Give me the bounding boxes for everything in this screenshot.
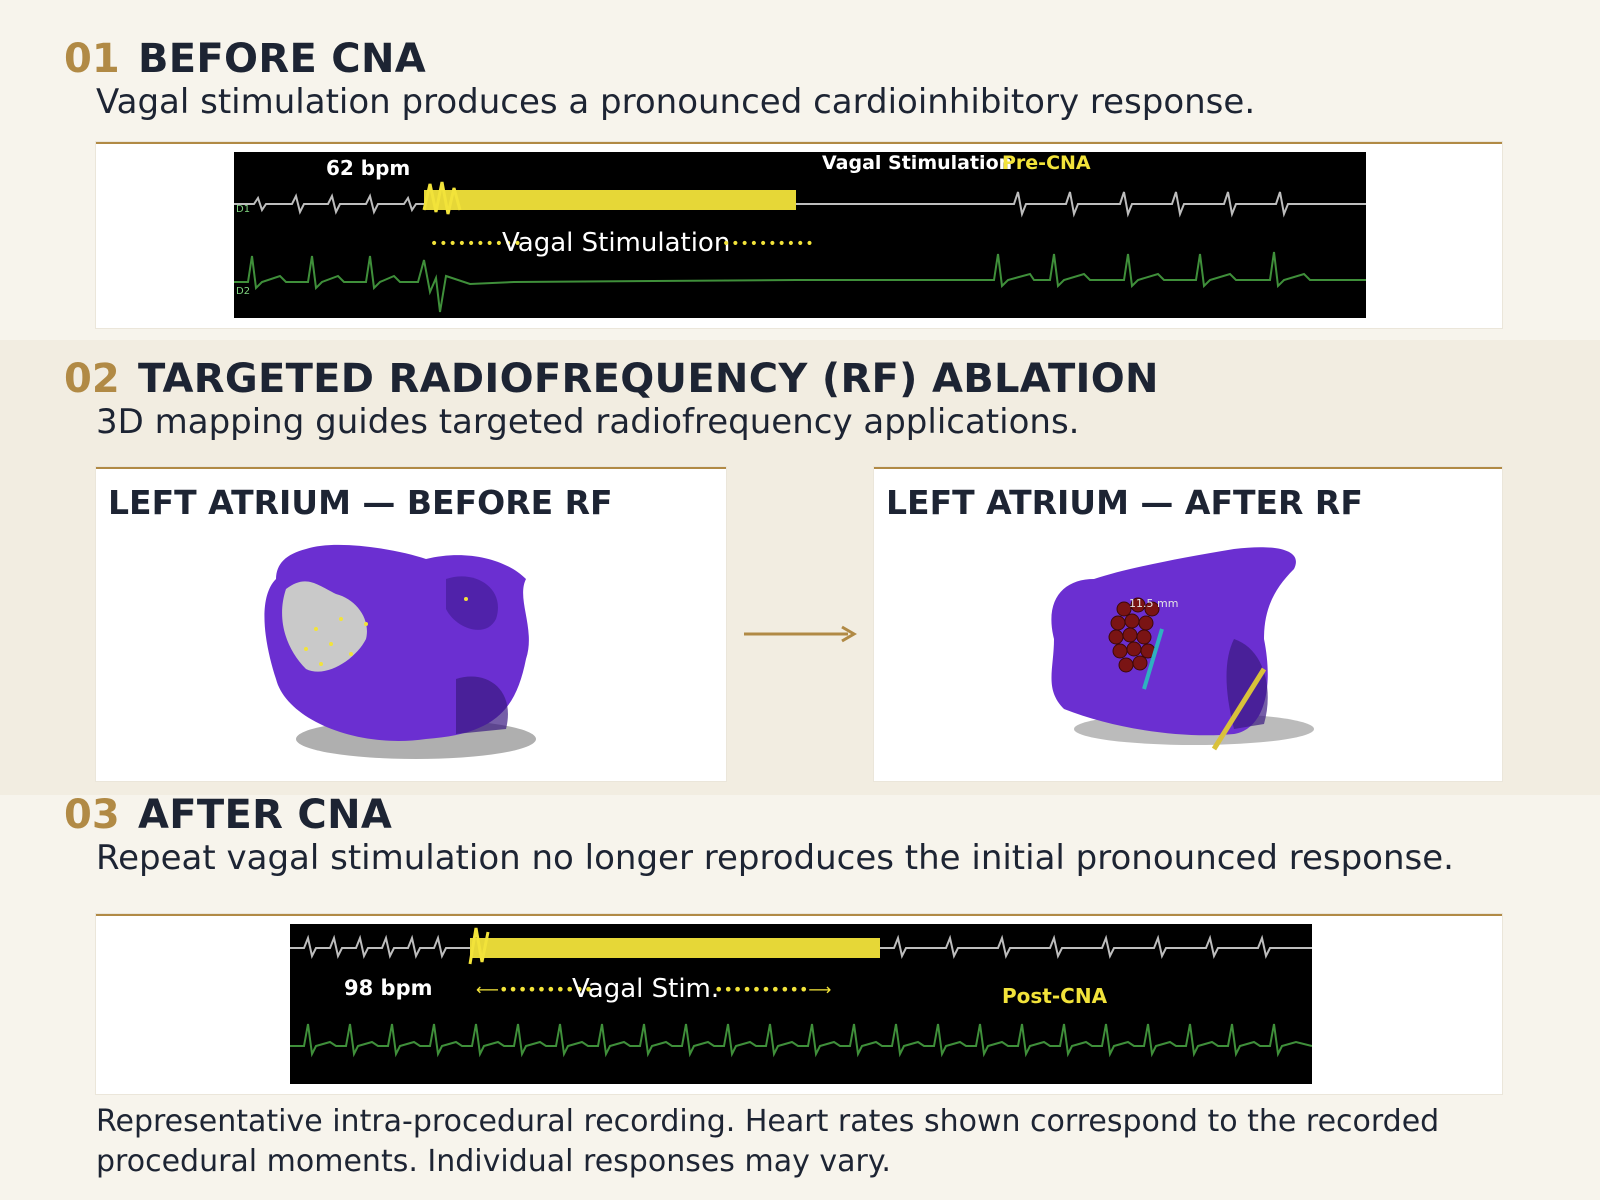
atrium-before-map — [264, 544, 536, 759]
section-2-number: 02 — [64, 356, 120, 402]
pre-cna-recording-panel: 62 bpm D1 D2 Vagal Stimulation Pre-CNA •… — [96, 142, 1502, 328]
pre-cna-heart-rate: 62 bpm — [326, 156, 411, 180]
section-2-heading: 02 TARGETED RADIOFREQUENCY (RF) ABLATION — [64, 356, 1159, 402]
atrium-after-panel: LEFT ATRIUM — AFTER RF 11.5 mm — [874, 467, 1502, 781]
stim-dots-left: •••••••••• — [430, 236, 523, 252]
post-lead-1-trace-after — [880, 934, 1312, 959]
pre-cna-caption-suffix: Pre-CNA — [1002, 152, 1091, 174]
lead-1-label: D1 — [236, 204, 251, 215]
lead-1-baseline-post — [796, 191, 1366, 218]
post-lead-2-trace — [290, 1023, 1312, 1058]
post-cna-caption: Post-CNA — [1002, 984, 1108, 1008]
post-cna-heart-rate: 98 bpm — [344, 976, 433, 1000]
post-stim-artifact — [470, 938, 880, 958]
lead-2-trace — [234, 251, 1366, 313]
stim-range-left-arrow: ⟵•••••••••• — [476, 980, 594, 999]
section-3-subtitle: Repeat vagal stimulation no longer repro… — [96, 838, 1454, 878]
stim-dots-right: •••••••••• — [722, 236, 815, 252]
post-stim-onset — [468, 927, 490, 965]
section-1-number: 01 — [64, 36, 120, 82]
section-1-subtitle: Vagal stimulation produces a pronounced … — [96, 82, 1256, 122]
section-2-subtitle: 3D mapping guides targeted radiofrequenc… — [96, 402, 1080, 442]
pre-cna-ecg-traces — [234, 181, 1366, 313]
stim-artifact — [424, 190, 796, 210]
lead-1-trace — [234, 193, 424, 215]
stim-range-right-arrow: ••••••••••⟶ — [714, 980, 832, 999]
atrium-after-map — [1051, 547, 1314, 751]
pre-cna-stim-label: Vagal Stimulation — [502, 228, 731, 258]
section-3-number: 03 — [64, 792, 120, 838]
post-cna-stim-label: Vagal Stim. — [572, 974, 720, 1004]
section-2-title: TARGETED RADIOFREQUENCY (RF) ABLATION — [138, 356, 1159, 402]
atrium-after-title: LEFT ATRIUM — AFTER RF — [886, 483, 1363, 522]
atrium-before-title: LEFT ATRIUM — BEFORE RF — [108, 483, 613, 522]
arrow-right-icon — [744, 625, 857, 643]
section-1-title: BEFORE CNA — [138, 36, 426, 82]
section-3-title: AFTER CNA — [138, 792, 393, 838]
footnote: Representative intra-procedural recordin… — [96, 1104, 1440, 1179]
section-1-heading: 01 BEFORE CNA — [64, 36, 426, 82]
post-cna-ecg-strip: 98 bpm ⟵•••••••••• Vagal Stim. •••••••••… — [290, 924, 1312, 1084]
post-lead-1-trace — [290, 934, 470, 959]
section-3-heading: 03 AFTER CNA — [64, 792, 392, 838]
stim-onset — [422, 181, 462, 215]
lead-2-label: D2 — [236, 286, 251, 297]
atrium-before-panel: LEFT ATRIUM — BEFORE RF — [96, 467, 726, 781]
post-cna-ecg-traces — [290, 927, 1312, 1058]
ablation-measurement: 11.5 mm — [1129, 597, 1179, 610]
pre-cna-ecg-strip: 62 bpm D1 D2 Vagal Stimulation Pre-CNA •… — [234, 152, 1366, 318]
post-cna-recording-panel: 98 bpm ⟵•••••••••• Vagal Stim. •••••••••… — [96, 914, 1502, 1094]
pre-cna-caption-prefix: Vagal Stimulation — [822, 152, 1013, 174]
